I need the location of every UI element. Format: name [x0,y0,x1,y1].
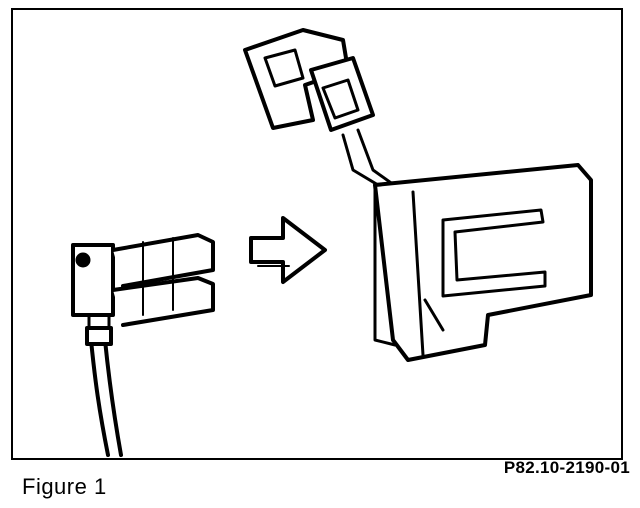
figure-frame [11,8,623,460]
reference-number: P82.10-2190-01 [503,458,630,477]
direction-arrow-icon [249,216,327,284]
illustration [71,28,593,457]
figure-caption: Figure 1 [22,474,107,499]
flat-connector-icon [71,233,215,457]
clip-holder-icon [243,28,593,362]
